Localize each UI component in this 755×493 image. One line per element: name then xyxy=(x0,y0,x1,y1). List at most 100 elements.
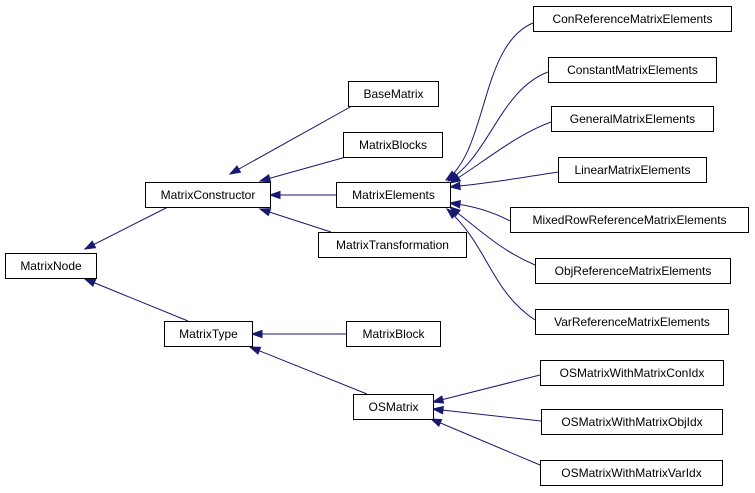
node-label: ConstantMatrixElements xyxy=(567,63,698,77)
edge-mixed-row-reference-matrix-elements-to-matrix-elements xyxy=(448,199,511,222)
edge-line xyxy=(449,206,536,266)
node-matrix-transformation[interactable]: MatrixTransformation xyxy=(318,232,467,258)
node-box xyxy=(343,132,443,158)
node-label: BaseMatrix xyxy=(363,87,423,101)
node-label: ObjReferenceMatrixElements xyxy=(555,264,712,278)
edge-matrix-elements-to-matrix-constructor xyxy=(268,190,336,200)
inheritance-arrowhead xyxy=(445,208,458,220)
node-matrix-block[interactable]: MatrixBlock xyxy=(346,321,441,347)
node-label: VarReferenceMatrixElements xyxy=(554,315,710,329)
edge-general-matrix-elements-to-matrix-elements xyxy=(448,121,552,184)
edge-os-matrix-to-matrix-type xyxy=(248,346,368,395)
node-box xyxy=(533,6,732,32)
inheritance-arrowhead xyxy=(431,395,445,404)
node-label: LinearMatrixElements xyxy=(574,163,690,177)
edge-matrix-block-to-matrix-type xyxy=(250,329,346,339)
node-box xyxy=(5,253,97,279)
node-label: OSMatrixWithMatrixObjIdx xyxy=(561,415,702,429)
node-box xyxy=(540,360,724,386)
node-label: MatrixElements xyxy=(352,188,435,202)
edge-linear-matrix-elements-to-matrix-elements xyxy=(448,171,559,191)
node-box xyxy=(510,207,749,233)
inheritance-arrowhead xyxy=(429,418,443,428)
node-label: OSMatrixWithMatrixVarIdx xyxy=(561,466,701,480)
node-matrix-node[interactable]: MatrixNode xyxy=(5,253,97,279)
node-box xyxy=(348,81,439,107)
node-con-reference-matrix-elements[interactable]: ConReferenceMatrixElements xyxy=(533,6,732,32)
node-linear-matrix-elements[interactable]: LinearMatrixElements xyxy=(558,157,707,183)
edge-os-matrix-with-matrix-obj-idx-to-os-matrix xyxy=(431,405,542,422)
node-box xyxy=(353,394,434,420)
node-label: MatrixBlock xyxy=(362,327,425,341)
edge-line xyxy=(229,105,353,175)
edge-constant-matrix-elements-to-matrix-elements xyxy=(446,71,549,182)
node-base-matrix[interactable]: BaseMatrix xyxy=(348,81,439,107)
node-matrix-constructor[interactable]: MatrixConstructor xyxy=(145,182,271,208)
node-matrix-elements[interactable]: MatrixElements xyxy=(336,182,451,208)
node-label: MatrixConstructor xyxy=(161,188,256,202)
edges-layer xyxy=(83,22,559,466)
node-box xyxy=(336,182,451,208)
inheritance-arrowhead xyxy=(268,190,281,200)
edge-os-matrix-with-matrix-con-idx-to-os-matrix xyxy=(431,374,541,404)
node-label: OSMatrixWithMatrixConIdx xyxy=(560,366,705,380)
node-matrix-blocks[interactable]: MatrixBlocks xyxy=(343,132,443,158)
inheritance-arrowhead xyxy=(83,278,97,287)
node-box xyxy=(145,182,271,208)
edge-line xyxy=(447,71,549,182)
edge-line xyxy=(432,408,542,422)
edge-line xyxy=(259,208,332,233)
node-label: MatrixTransformation xyxy=(336,238,449,252)
node-box xyxy=(541,409,723,435)
edge-line xyxy=(84,278,189,322)
node-box xyxy=(558,157,707,183)
edge-line xyxy=(445,22,534,181)
node-box xyxy=(551,106,714,132)
node-os-matrix[interactable]: OSMatrix xyxy=(353,394,434,420)
node-box xyxy=(548,57,717,83)
node-os-matrix-with-matrix-con-idx[interactable]: OSMatrixWithMatrixConIdx xyxy=(540,360,724,386)
edge-line xyxy=(446,208,536,321)
node-label: MatrixBlocks xyxy=(359,138,427,152)
edge-line xyxy=(449,121,552,184)
inheritance-arrowhead xyxy=(448,173,462,184)
node-box xyxy=(535,309,729,335)
edge-line xyxy=(84,206,169,250)
inheritance-arrowhead xyxy=(448,181,461,191)
node-general-matrix-elements[interactable]: GeneralMatrixElements xyxy=(551,106,714,132)
edge-line xyxy=(449,171,559,188)
edge-line xyxy=(249,346,368,395)
inheritance-arrowhead xyxy=(83,240,97,250)
edge-line xyxy=(259,156,347,182)
node-box xyxy=(540,460,723,486)
inheritance-arrowhead xyxy=(248,346,262,355)
node-os-matrix-with-matrix-obj-idx[interactable]: OSMatrixWithMatrixObjIdx xyxy=(541,409,723,435)
node-obj-reference-matrix-elements[interactable]: ObjReferenceMatrixElements xyxy=(535,258,731,284)
inheritance-arrowhead xyxy=(228,165,242,175)
node-os-matrix-with-matrix-var-idx[interactable]: OSMatrixWithMatrixVarIdx xyxy=(540,460,723,486)
inheritance-arrowhead xyxy=(250,329,263,339)
inheritance-arrowhead xyxy=(258,208,272,217)
node-box xyxy=(535,258,731,284)
node-label: ConReferenceMatrixElements xyxy=(552,12,712,26)
node-matrix-type[interactable]: MatrixType xyxy=(164,321,253,347)
edge-matrix-transformation-to-matrix-constructor xyxy=(258,208,332,233)
node-var-reference-matrix-elements[interactable]: VarReferenceMatrixElements xyxy=(535,309,729,335)
edge-os-matrix-with-matrix-var-idx-to-os-matrix xyxy=(429,418,541,466)
node-label: MixedRowReferenceMatrixElements xyxy=(532,213,726,227)
inheritance-arrowhead xyxy=(431,405,444,415)
edge-base-matrix-to-matrix-constructor xyxy=(228,105,353,175)
node-label: MatrixType xyxy=(179,327,238,341)
inheritance-arrowhead xyxy=(448,199,461,209)
node-box xyxy=(164,321,253,347)
edge-matrix-blocks-to-matrix-constructor xyxy=(258,156,347,183)
node-label: GeneralMatrixElements xyxy=(570,112,695,126)
node-label: MatrixNode xyxy=(20,259,82,273)
node-constant-matrix-elements[interactable]: ConstantMatrixElements xyxy=(548,57,717,83)
node-label: OSMatrix xyxy=(368,400,418,414)
node-box xyxy=(318,232,467,258)
node-mixed-row-reference-matrix-elements[interactable]: MixedRowReferenceMatrixElements xyxy=(510,207,749,233)
edge-matrix-type-to-matrix-node xyxy=(83,278,189,322)
